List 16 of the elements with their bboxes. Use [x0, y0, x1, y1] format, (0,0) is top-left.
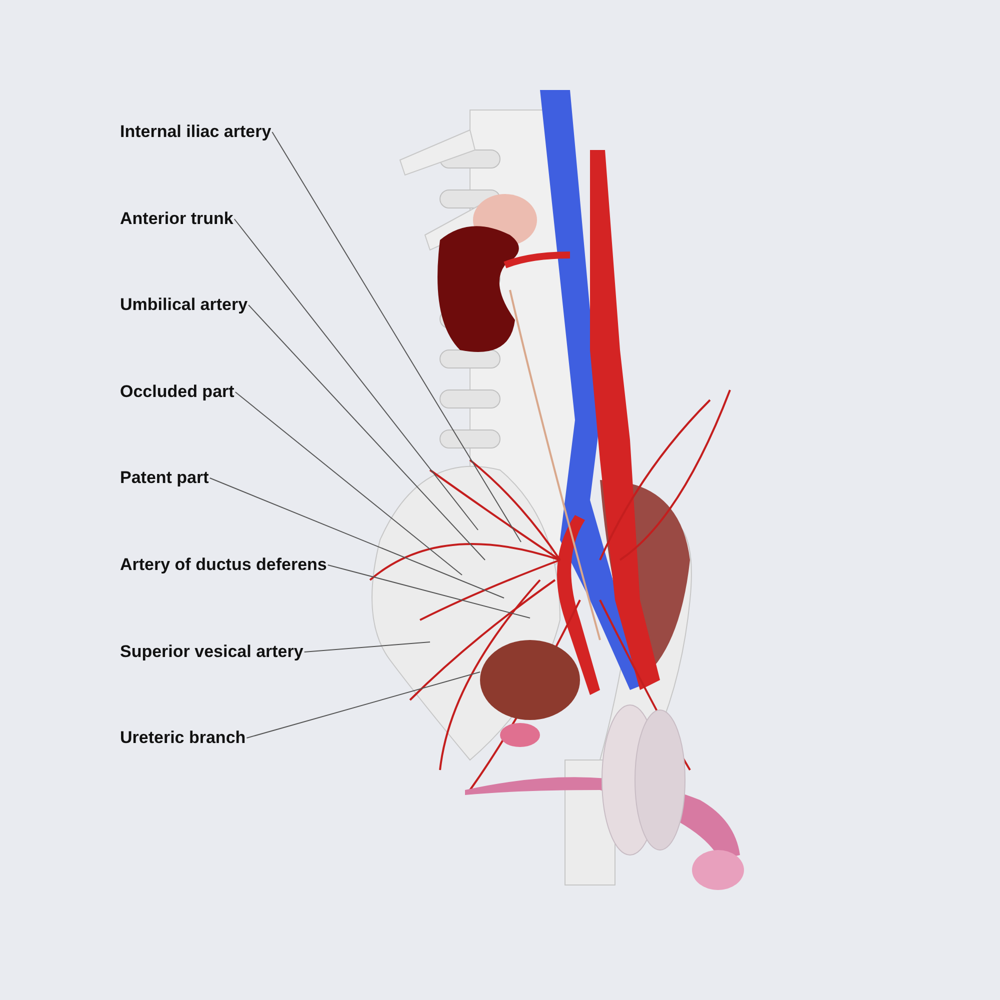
label-text: Ureteric branch	[120, 728, 246, 748]
label-text: Anterior trunk	[120, 209, 234, 229]
leader-line	[234, 392, 462, 576]
label-text: Internal iliac artery	[120, 122, 272, 142]
leader-line	[327, 564, 530, 618]
leader-line	[248, 304, 486, 560]
label-text: Superior vesical artery	[120, 642, 304, 662]
leader-line	[209, 478, 504, 598]
label-text: Patent part	[120, 468, 209, 488]
leader-line	[234, 218, 478, 530]
label-text: Umbilical artery	[120, 295, 248, 315]
leader-line	[272, 132, 522, 542]
leader-line	[246, 672, 480, 738]
leader-line	[304, 642, 430, 652]
label-text: Artery of ductus deferens	[120, 555, 327, 575]
label-text: Occluded part	[120, 382, 234, 402]
